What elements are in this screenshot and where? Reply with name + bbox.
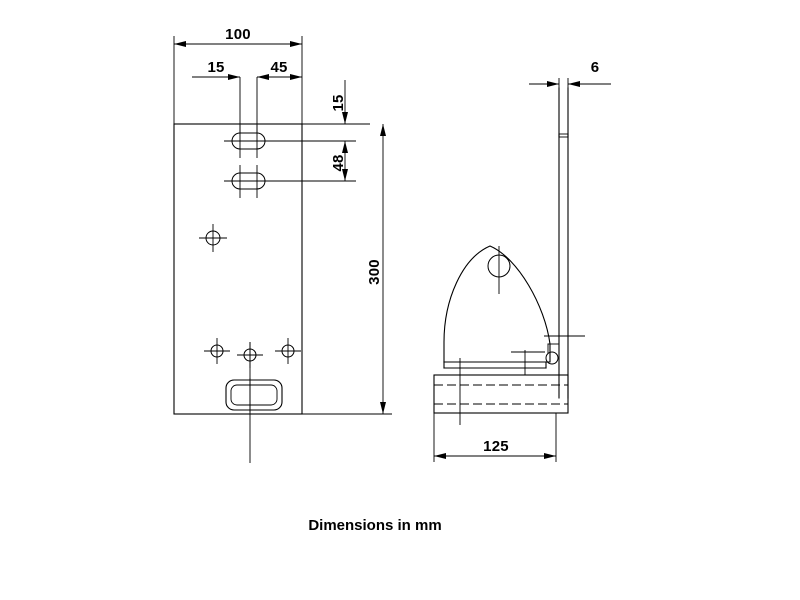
bracket-lower-flange xyxy=(443,361,549,369)
side-view-group: 6 125 xyxy=(433,59,611,462)
bracket-gusset xyxy=(443,245,551,363)
dimension-label-6: 6 xyxy=(591,59,600,76)
dimension-slot-offset-left-15: 15 xyxy=(192,59,240,80)
round-hole-bottom-right xyxy=(275,338,301,364)
dimension-label-45: 45 xyxy=(270,59,287,76)
slot-hole-upper xyxy=(224,125,280,158)
dimension-overall-height-300: 300 xyxy=(302,124,392,415)
round-hole-bottom-left xyxy=(204,338,230,364)
side-vertical-plate-upper xyxy=(558,87,569,138)
dimension-slot-spacing-48: 48 xyxy=(280,140,356,182)
dimension-base-length-125: 125 xyxy=(433,413,557,462)
dimension-overall-width-100: 100 xyxy=(173,26,303,124)
front-view-group: 100 15 45 15 xyxy=(173,26,392,463)
dimension-label-300: 300 xyxy=(366,259,383,285)
rounded-cutout xyxy=(225,378,283,412)
side-vertical-plate-lower xyxy=(558,133,569,399)
dimension-label-48: 48 xyxy=(330,154,347,171)
dimension-top-to-slot-15: 15 xyxy=(302,80,370,125)
dimension-slot-offset-right-45: 45 xyxy=(257,59,302,80)
dimension-label-100: 100 xyxy=(225,26,251,43)
round-hole-mid xyxy=(199,224,227,252)
dimension-label-125: 125 xyxy=(483,438,509,455)
base-block xyxy=(433,358,569,425)
pivot-pin xyxy=(545,343,559,365)
drawing-caption: Dimensions in mm xyxy=(308,517,441,534)
front-plate-outline xyxy=(173,123,303,415)
slot-hole-lower xyxy=(224,165,280,198)
dimension-label-15-left: 15 xyxy=(207,59,224,76)
dimension-plate-thickness-6: 6 xyxy=(529,59,611,88)
dimension-label-15-top: 15 xyxy=(330,94,347,111)
